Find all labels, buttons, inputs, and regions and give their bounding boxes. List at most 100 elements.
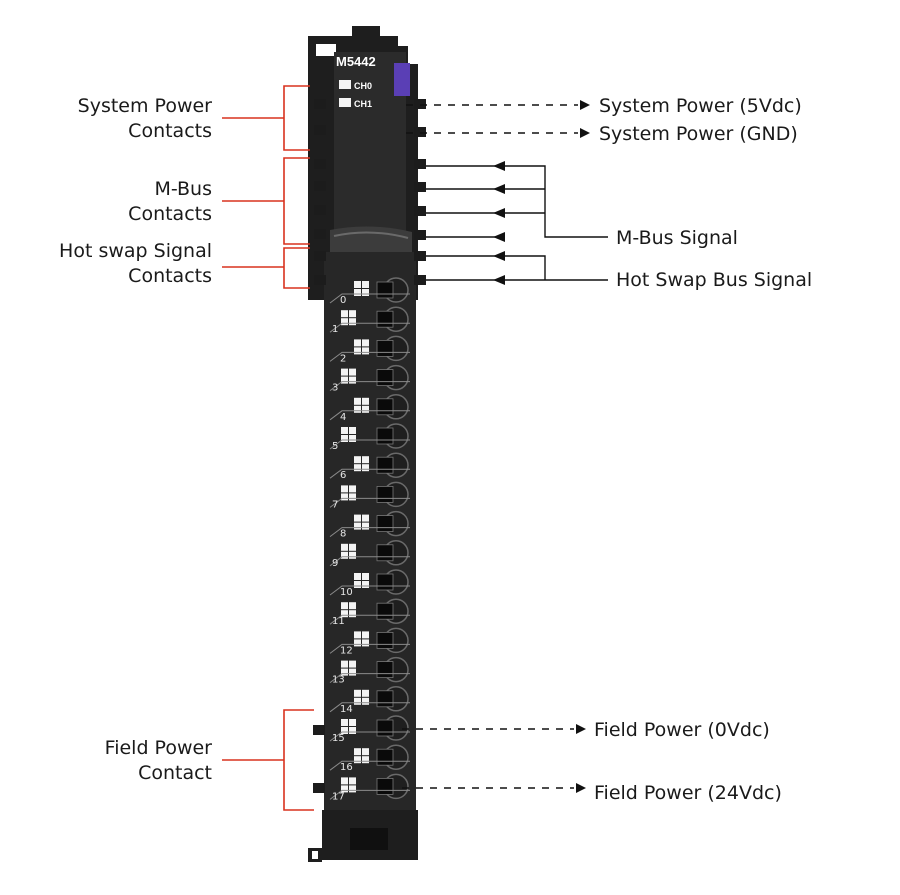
clip-cell — [341, 427, 348, 434]
spring-clip — [354, 514, 369, 530]
terminal-row: 15 — [329, 715, 410, 744]
terminal-divider — [329, 760, 410, 771]
right-pin — [414, 99, 426, 109]
release-slot — [376, 398, 394, 416]
release-slot — [376, 339, 394, 357]
clip-cell — [349, 435, 356, 442]
module-top-notch — [316, 44, 336, 56]
clip-cell — [362, 756, 369, 764]
release-slot — [376, 515, 394, 532]
terminal-number: 16 — [340, 762, 353, 773]
release-slot — [376, 485, 394, 503]
clip-cell — [354, 514, 361, 522]
module-bottom-foot-notch — [312, 851, 318, 859]
clip-cell — [349, 310, 356, 318]
label-mbus-signal: M-Bus Signal — [616, 227, 738, 249]
clip-cell — [341, 485, 348, 493]
terminal-row: 16 — [329, 744, 410, 773]
right-annotations — [402, 104, 608, 789]
terminal-number: 4 — [340, 412, 346, 423]
terminal-row: 10 — [329, 569, 410, 598]
release-slot — [376, 544, 394, 562]
right-pin — [414, 182, 426, 192]
clip-cell — [341, 660, 348, 668]
release-slot — [376, 456, 394, 474]
clip-cell — [341, 543, 348, 551]
clip-cell — [362, 748, 369, 756]
spring-clip — [354, 631, 369, 647]
spring-clip — [341, 368, 356, 384]
spring-clip — [341, 660, 356, 676]
spring-clip — [341, 543, 356, 559]
terminal-divider — [329, 673, 410, 683]
clip-cell — [354, 756, 361, 764]
terminal-divider — [329, 643, 410, 654]
bracket-field-power — [222, 709, 314, 811]
spring-clip — [341, 719, 356, 734]
bracket-system-power — [222, 85, 310, 151]
spring-clip — [341, 485, 356, 501]
clip-cell — [341, 785, 348, 793]
led-ch0-label: CH0 — [354, 81, 372, 91]
clip-cell — [362, 397, 369, 405]
terminal-row: 2 — [329, 335, 410, 364]
clip-cell — [349, 318, 356, 326]
terminal-divider — [329, 351, 410, 362]
clip-cell — [362, 697, 369, 705]
led-ch1-label: CH1 — [354, 99, 372, 109]
clip-cell — [354, 397, 361, 405]
terminal-row: 0 — [329, 277, 410, 306]
clip-cell — [354, 281, 361, 288]
terminal-divider — [329, 497, 410, 508]
spring-clip — [341, 602, 356, 618]
clip-cell — [362, 464, 369, 472]
terminal-row: 1 — [329, 306, 410, 335]
led-ch1 — [339, 98, 351, 107]
clip-cell — [362, 522, 369, 530]
clip-cell — [362, 289, 369, 296]
release-slot — [376, 778, 394, 795]
terminal-number: 8 — [340, 529, 346, 540]
label-field-power-line2: Contact — [138, 762, 212, 784]
clip-cell — [362, 573, 369, 580]
terminal-number: 5 — [332, 441, 338, 452]
terminal-row: 6 — [329, 452, 410, 481]
arrowhead-mbus-1 — [493, 161, 505, 171]
clip-cell — [362, 689, 369, 697]
clip-cell — [349, 660, 356, 668]
clip-cell — [349, 485, 356, 493]
clip-cell — [354, 339, 361, 347]
left-annotations — [222, 85, 314, 811]
clip-cell — [341, 376, 348, 384]
release-slot — [376, 690, 394, 708]
release-slot — [376, 602, 394, 620]
label-system-power-line2: Contacts — [128, 120, 212, 142]
terminal-number: 10 — [340, 587, 353, 598]
clip-cell — [341, 602, 348, 610]
release-slot — [376, 573, 394, 591]
clip-cell — [341, 435, 348, 442]
clip-cell — [354, 748, 361, 756]
terminal-number: 2 — [340, 353, 346, 364]
left-pin — [314, 205, 326, 215]
arrowhead-gnd — [580, 128, 590, 138]
clip-cell — [362, 631, 369, 639]
arrowhead-mbus-2 — [493, 184, 505, 194]
module-accent-tab — [394, 63, 410, 96]
terminal-number: 7 — [332, 499, 338, 510]
terminal-divider — [329, 293, 410, 304]
right-pin — [414, 206, 426, 216]
arrowhead-hotswap-1 — [493, 251, 505, 261]
release-slot — [376, 719, 394, 737]
led-ch0 — [339, 80, 351, 89]
terminal-divider — [329, 468, 410, 479]
module-bottom-slot — [350, 828, 388, 850]
clip-cell — [341, 719, 348, 726]
spring-clip — [354, 281, 369, 296]
spring-clip — [354, 748, 369, 764]
mbus-bracket — [498, 165, 608, 238]
clip-cell — [341, 310, 348, 318]
spring-clip — [354, 397, 369, 413]
left-pin — [314, 275, 326, 285]
terminal-divider — [329, 439, 410, 450]
